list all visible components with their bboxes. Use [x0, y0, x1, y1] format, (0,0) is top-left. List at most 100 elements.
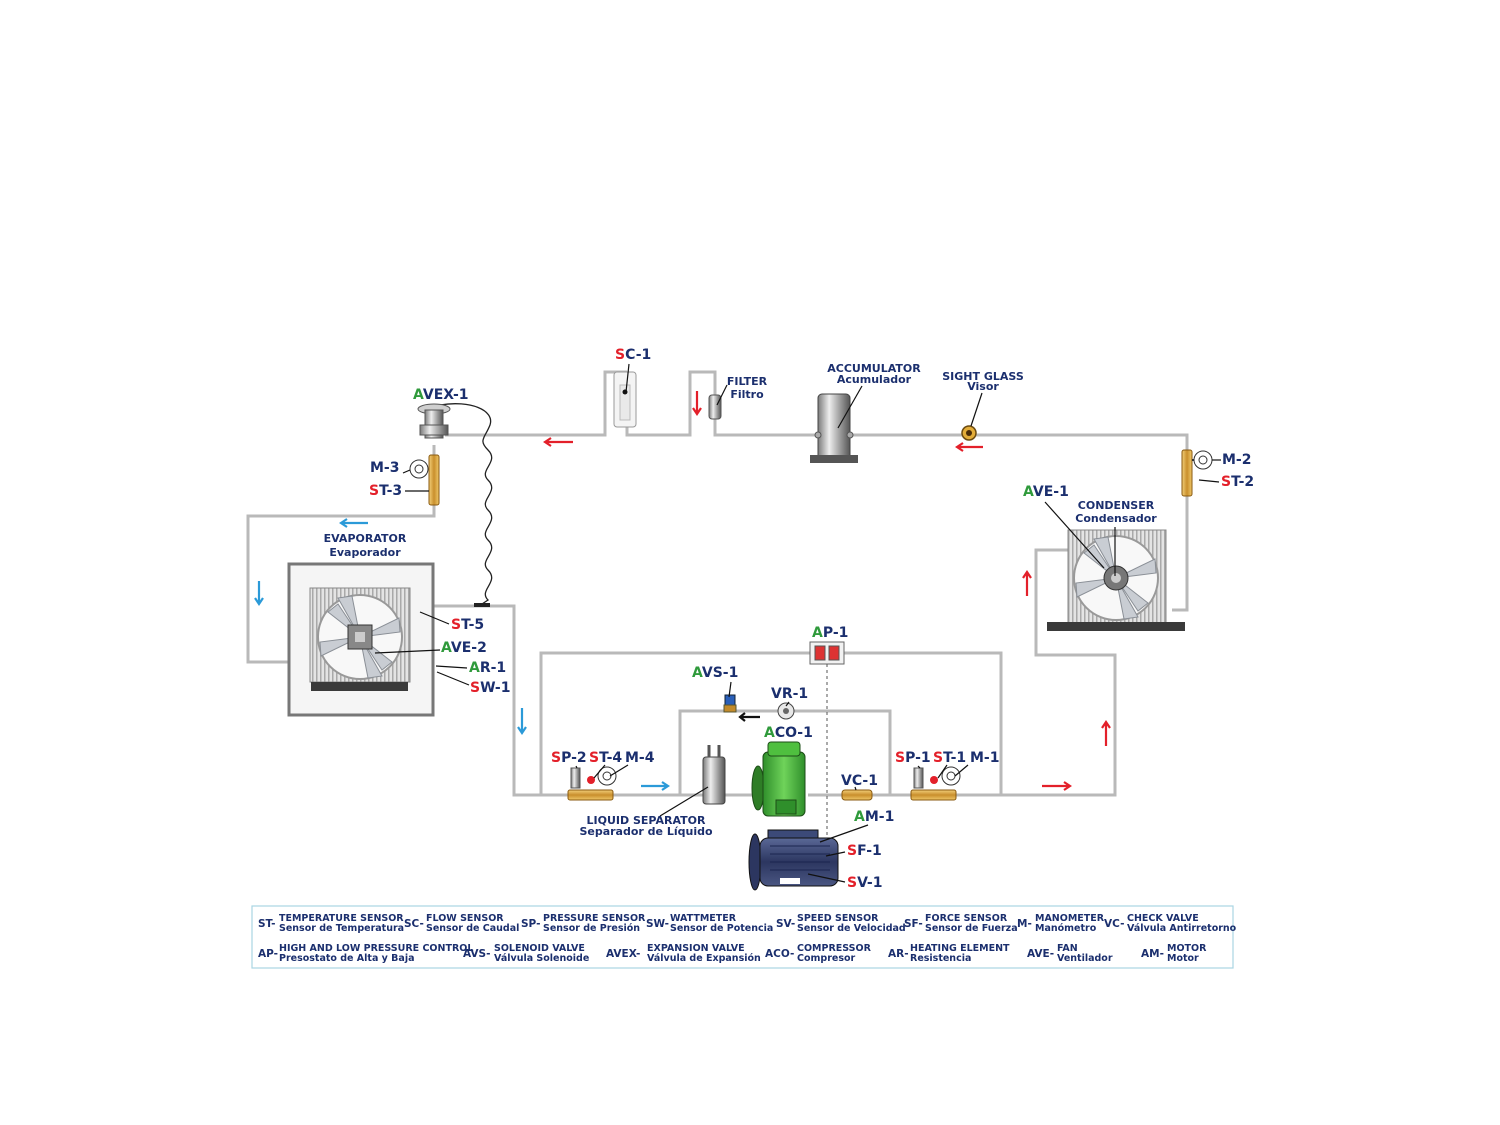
svg-text:Sensor de Velocidad: Sensor de Velocidad — [797, 923, 906, 934]
svg-text:WATTMETER: WATTMETER — [670, 913, 737, 924]
svg-text:Válvula Solenoide: Válvula Solenoide — [494, 953, 589, 964]
legend-item: SP- PRESSURE SENSOR Sensor de Presión — [521, 913, 646, 934]
svg-text:AVE-: AVE- — [1027, 948, 1054, 960]
capillary-coil — [439, 403, 493, 605]
legend-item: AVEX- EXPANSION VALVE Válvula de Expansi… — [606, 943, 761, 964]
svg-text:ACO-: ACO- — [765, 948, 794, 960]
svg-text:AM-: AM- — [1141, 948, 1164, 960]
svg-text:ST-: ST- — [258, 918, 276, 930]
caption-filter-en: FILTER — [727, 375, 768, 388]
tag-st3: ST-3 — [369, 483, 402, 499]
svg-text:Presostato de Alta y Baja: Presostato de Alta y Baja — [279, 953, 415, 964]
tag-sp2: SP-2 — [551, 750, 587, 766]
tag-avs1: AVS-1 — [692, 665, 738, 681]
regulator-valve — [777, 702, 795, 720]
caption-evaporator-en: EVAPORATOR — [324, 532, 407, 545]
tag-sf1: SF-1 — [847, 843, 882, 859]
legend-frame — [251, 905, 1234, 969]
svg-text:SP-: SP- — [521, 918, 540, 930]
flow-arrows — [254, 391, 1111, 791]
legend-item: VC- CHECK VALVE Válvula Antirretorno — [1104, 913, 1237, 934]
tag-m4: M-4 — [625, 750, 655, 766]
svg-text:HIGH AND LOW PRESSURE CONTROL: HIGH AND LOW PRESSURE CONTROL — [279, 943, 473, 954]
sensor-block-left — [409, 454, 440, 506]
tag-m3: M-3 — [370, 460, 399, 476]
caption-condenser-es: Condensador — [1075, 512, 1157, 525]
svg-text:AVS-: AVS- — [463, 948, 490, 960]
manifold-suction — [567, 766, 617, 801]
svg-text:Manómetro: Manómetro — [1035, 923, 1097, 934]
legend-item: ACO- COMPRESSOR Compresor — [765, 943, 872, 964]
legend-item: SF- FORCE SENSOR Sensor de Fuerza — [904, 913, 1018, 934]
tag-ave1: AVE-1 — [1023, 484, 1069, 500]
tag-st5: ST-5 — [451, 617, 484, 633]
accumulator — [810, 393, 858, 463]
tag-sv1: SV-1 — [847, 875, 882, 891]
tag-st1: ST-1 — [933, 750, 966, 766]
svg-text:MANOMETER: MANOMETER — [1035, 913, 1105, 924]
tag-ave2: AVE-2 — [441, 640, 487, 656]
svg-text:SC-: SC- — [404, 918, 424, 930]
legend-item: AR- HEATING ELEMENT Resistencia — [888, 943, 1010, 964]
tag-sp1: SP-1 — [895, 750, 931, 766]
svg-text:AR-: AR- — [888, 948, 909, 960]
svg-text:SW-: SW- — [646, 918, 669, 930]
condenser-unit — [1047, 529, 1185, 631]
legend-item: SW- WATTMETER Sensor de Potencia — [646, 913, 773, 934]
liquid-separator — [702, 745, 726, 805]
svg-text:MOTOR: MOTOR — [1167, 943, 1207, 954]
svg-text:M-: M- — [1017, 918, 1032, 930]
svg-text:EXPANSION VALVE: EXPANSION VALVE — [647, 943, 745, 954]
legend-item: SC- FLOW SENSOR Sensor de Caudal — [404, 913, 519, 934]
filter — [708, 394, 722, 420]
svg-text:Válvula Antirretorno: Válvula Antirretorno — [1127, 923, 1237, 934]
caption-liquid-separator-en: LIQUID SEPARATOR — [587, 814, 706, 827]
tag-avex1: AVEX-1 — [413, 387, 469, 403]
svg-text:Sensor de Potencia: Sensor de Potencia — [670, 923, 773, 934]
svg-text:Sensor de Caudal: Sensor de Caudal — [426, 923, 519, 934]
manifold-discharge — [910, 766, 961, 801]
compressor — [751, 741, 806, 817]
svg-text:Ventilador: Ventilador — [1057, 953, 1113, 964]
tag-am1: AM-1 — [854, 809, 894, 825]
svg-text:SF-: SF- — [904, 918, 923, 930]
svg-text:Sensor de Presión: Sensor de Presión — [543, 923, 640, 934]
tag-st4: ST-4 — [589, 750, 622, 766]
expansion-valve — [417, 403, 451, 439]
caption-sight-glass-en: SIGHT GLASS — [942, 370, 1024, 383]
caption-sight-glass-es: Visor — [967, 380, 999, 393]
tag-sw1: SW-1 — [470, 680, 510, 696]
tag-st2: ST-2 — [1221, 474, 1254, 490]
svg-text:SPEED SENSOR: SPEED SENSOR — [797, 913, 879, 924]
evaporator-unit — [287, 562, 435, 717]
sensor-block-right — [1181, 449, 1213, 497]
svg-text:Sensor de Fuerza: Sensor de Fuerza — [925, 923, 1018, 934]
legend-item: AVS- SOLENOID VALVE Válvula Solenoide — [463, 943, 589, 964]
solenoid-valve — [723, 694, 737, 713]
tag-m2: M-2 — [1222, 452, 1251, 468]
caption-condenser-en: CONDENSER — [1078, 499, 1155, 512]
svg-text:FAN: FAN — [1057, 943, 1078, 954]
legend-item: ST- TEMPERATURE SENSOR Sensor de Tempera… — [258, 913, 404, 934]
coil-joint — [474, 603, 490, 607]
svg-text:VC-: VC- — [1104, 918, 1124, 930]
legend-item: AVE- FAN Ventilador — [1027, 943, 1113, 964]
svg-text:COMPRESSOR: COMPRESSOR — [797, 943, 872, 954]
caption-liquid-separator-es: Separador de Líquido — [579, 825, 713, 838]
caption-accumulator-en: ACCUMULATOR — [827, 362, 921, 375]
svg-text:AP-: AP- — [258, 948, 278, 960]
svg-text:FLOW SENSOR: FLOW SENSOR — [426, 913, 504, 924]
tag-vr1: VR-1 — [771, 686, 808, 702]
component-captions: FILTER Filtro ACCUMULATOR Acumulador SIG… — [324, 362, 1158, 838]
svg-text:HEATING ELEMENT: HEATING ELEMENT — [910, 943, 1010, 954]
caption-filter-es: Filtro — [730, 388, 764, 401]
svg-text:TEMPERATURE SENSOR: TEMPERATURE SENSOR — [279, 913, 404, 924]
svg-text:SV-: SV- — [776, 918, 795, 930]
legend: ST- TEMPERATURE SENSOR Sensor de Tempera… — [251, 905, 1237, 969]
svg-text:FORCE SENSOR: FORCE SENSOR — [925, 913, 1008, 924]
svg-text:Sensor de Temperatura: Sensor de Temperatura — [279, 923, 404, 934]
svg-text:Resistencia: Resistencia — [910, 953, 971, 964]
tag-ap1: AP-1 — [812, 625, 848, 641]
tag-vc1: VC-1 — [841, 773, 878, 789]
